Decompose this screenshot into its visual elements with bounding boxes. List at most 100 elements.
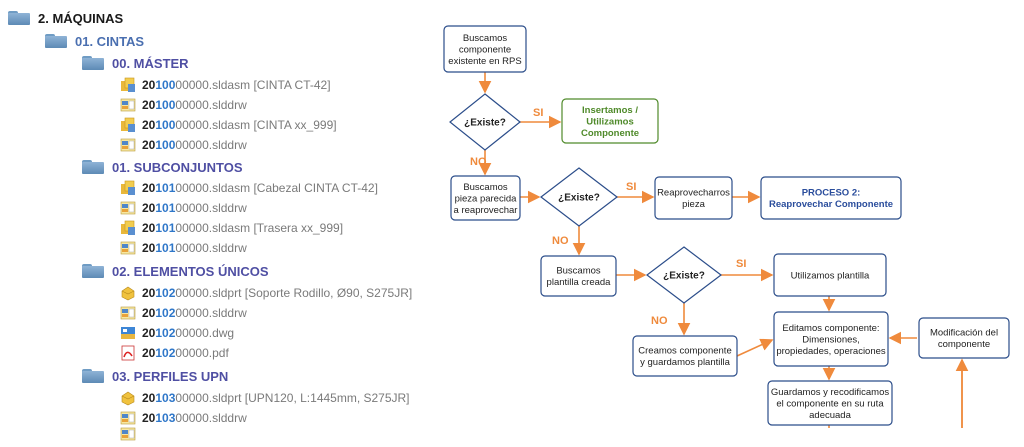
folder-perfiles-upn[interactable]: 03. PERFILES UPN [82,366,228,386]
file-item[interactable]: 2010200000.sldprt [Soporte Rodillo, Ø90,… [120,283,412,303]
node-text: adecuada [809,410,851,421]
label-si-2: SI [626,181,636,193]
node-text: Utilizamos [586,116,634,127]
node-box [918,317,1010,359]
decision-diamond [540,167,618,227]
part-icon [120,285,136,301]
file-name: 2010000000.slddrw [142,138,247,152]
node-text: PROCESO 2: [802,188,861,199]
file-name: 2010000000.slddrw [142,98,247,112]
folder-label: 02. ELEMENTOS ÚNICOS [112,263,269,279]
drawing-icon [120,200,136,216]
file-item[interactable]: 2010000000.slddrw [120,95,247,115]
folder-label: 03. PERFILES UPN [112,368,229,384]
node-text: pieza [682,199,705,210]
dwg-icon [120,325,136,341]
node-box [773,253,887,297]
file-name: 2010300000.sldprt [UPN120, L:1445mm, S27… [142,391,410,405]
folder-label: 01. CINTAS [75,33,145,49]
node-text: componente [459,44,511,55]
file-item[interactable]: 2010100000.slddrw [120,238,247,258]
node-text: Guardamos y recodificamos [771,387,890,398]
node-box [632,335,738,377]
file-name: 2010100000.sldasm [Cabezal CINTA CT-42] [142,181,378,195]
folder-icon [82,369,104,383]
node-box [760,176,902,220]
file-name: 2010100000.sldasm [Trasera xx_999] [142,221,344,235]
file-name: 2010000000.sldasm [CINTA xx_999] [142,118,337,132]
node-text: Buscamos [556,266,601,277]
file-name: 2010000000.sldasm [CINTA CT-42] [142,78,331,92]
flow-arrow [736,338,774,357]
assembly-icon [120,77,136,93]
node-proceso-2: PROCESO 2:Reaprovechar Componente [760,176,902,220]
node-text: Insertamos / [582,105,638,116]
folder-master[interactable]: 00. MÁSTER [82,53,189,73]
node-text: Utilizamos plantilla [791,270,870,281]
file-item[interactable]: 2010200000.dwg [120,323,234,343]
flow-arrows [478,72,969,428]
node-text: ¿Existe? [558,193,600,204]
folder-label: 00. MÁSTER [112,55,189,71]
node-utilizamos-plantilla: Utilizamos plantilla [773,253,887,297]
node-text: Buscamos [463,182,508,193]
file-name: 2010100000.slddrw [142,241,247,255]
decision-existe-1: ¿Existe? [449,93,521,151]
label-si-1: SI [533,107,543,119]
file-item[interactable]: 2010300000.slddrw [120,408,247,428]
file-item[interactable]: 2010000000.sldasm [CINTA CT-42] [120,75,331,95]
decision-diamond [449,93,521,151]
file-item[interactable]: 2010100000.sldasm [Trasera xx_999] [120,218,343,238]
node-box [450,175,521,221]
folder-maquinas[interactable]: 2. MÁQUINAS [8,8,123,28]
assembly-icon [120,220,136,236]
part-icon [120,390,136,406]
file-name: 2010300000.slddrw [142,411,247,425]
folder-icon [45,34,67,48]
node-text: Dimensiones, [802,334,860,345]
node-text: Reaprovecharros [657,188,730,199]
decision-existe-3: ¿Existe? [646,246,722,304]
folder-subconjuntos[interactable]: 01. SUBCONJUNTOS [82,157,243,177]
file-item[interactable]: 2010200000.slddrw [120,303,247,323]
file-item[interactable]: 2010300000.sldprt [UPN120, L:1445mm, S27… [120,388,410,408]
node-text: Modificación del [930,328,998,339]
folder-icon [82,264,104,278]
folder-icon [82,56,104,70]
label-si-3: SI [736,258,746,270]
folder-cintas[interactable]: 01. CINTAS [45,31,144,51]
file-item[interactable]: 2010000000.sldasm [CINTA xx_999] [120,115,337,135]
file-name: 2010200000.sldprt [Soporte Rodillo, Ø90,… [142,286,413,300]
node-text: el componente en su ruta [776,398,884,409]
node-editamos-componente: Editamos componente:Dimensiones,propieda… [773,311,889,367]
node-text: y guardamos plantilla [640,357,730,368]
drawing-icon [120,410,136,426]
label-no-2: NO [552,235,569,247]
folder-elementos-unicos[interactable]: 02. ELEMENTOS ÚNICOS [82,261,269,281]
node-text: Creamos componente [638,346,731,357]
label-no-1: NO [470,156,487,168]
node-box [443,25,527,73]
file-item[interactable]: 2010200000.pdf [120,343,229,363]
file-name: 2010100000.slddrw [142,201,247,215]
file-item[interactable]: 2010100000.sldasm [Cabezal CINTA CT-42] [120,178,378,198]
node-box [767,380,893,426]
file-item[interactable]: 2010000000.slddrw [120,135,247,155]
node-text: existente en RPS [448,56,521,67]
node-text: plantilla creada [547,277,612,288]
node-text: ¿Existe? [663,271,705,282]
pdf-icon [120,345,136,361]
file-name: 2010200000.pdf [142,346,229,360]
node-box [561,98,659,144]
file-item[interactable]: 2010100000.slddrw [120,198,247,218]
node-text: propiedades, operaciones [776,346,886,357]
file-name: 2010200000.dwg [142,326,235,340]
assembly-icon [120,117,136,133]
